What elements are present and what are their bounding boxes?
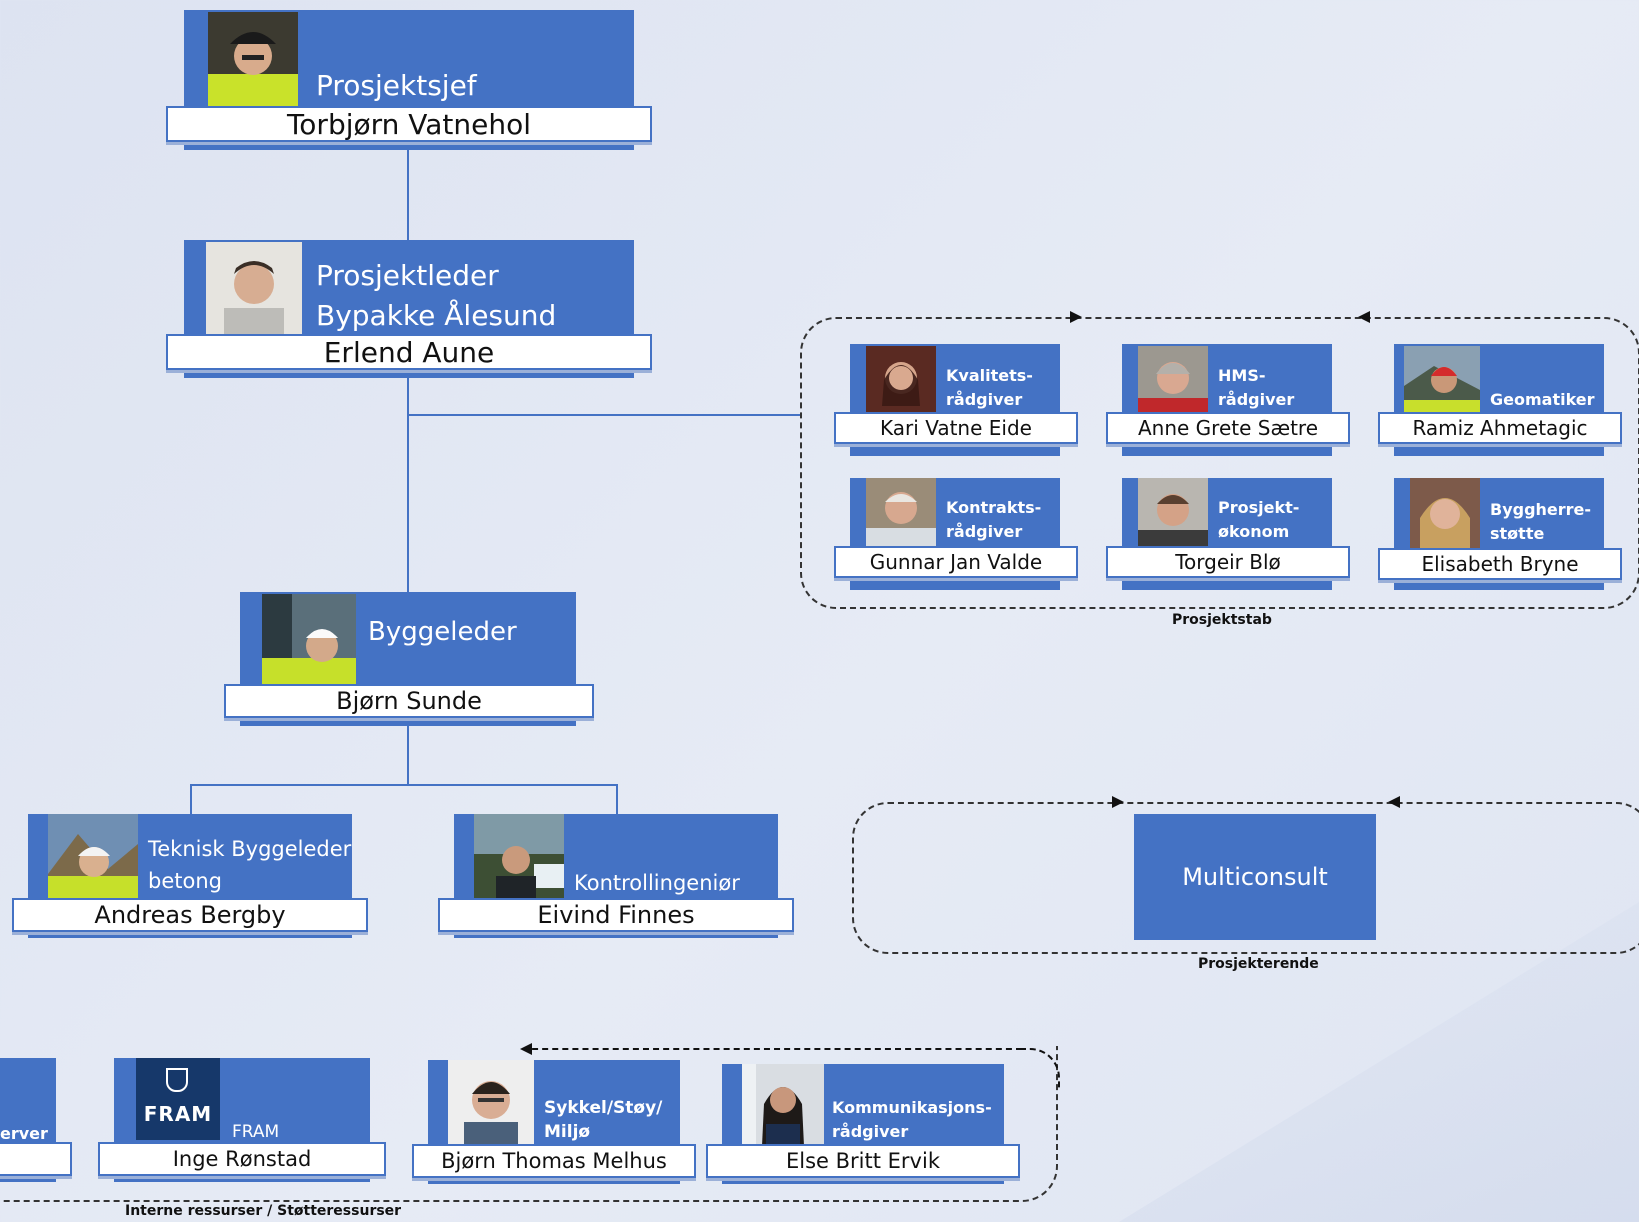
connector-line [407,378,409,594]
connector-line [407,726,409,784]
role-subtitle: Geomatiker [1490,390,1595,409]
fram-logo: FRAM [136,1058,220,1140]
role-title: Byggherre- [1490,500,1592,519]
card-kommunikasjonsradgiver[interactable]: Kommunikasjons- rådgiver Else Britt Ervi… [706,1064,1020,1188]
person-name: Else Britt Ervik [706,1144,1020,1178]
logo-text: FRAM [143,1102,213,1126]
role-title: Teknisk Byggeleder [148,837,352,861]
photo-avatar [742,1064,824,1146]
role-subtitle: rådgiver [946,522,1023,541]
role-title: Prosjektsjef [316,69,477,102]
card-sykkel-stoy-miljo[interactable]: Sykkel/Støy/ Miljø Bjørn Thomas Melhus [412,1060,696,1186]
role-subtitle: rådgiver [946,390,1023,409]
role-title: Kvalitets- [946,366,1033,385]
company-name: Multiconsult [1182,863,1328,891]
photo-avatar [48,814,138,900]
person-name: Kari Vatne Eide [834,412,1078,444]
card-prosjektokonom[interactable]: Prosjekt- økonom Torgeir Blø [1106,478,1350,592]
photo-avatar [866,346,936,416]
card-hms-radgiver[interactable]: HMS- rådgiver Anne Grete Sætre [1106,344,1350,458]
prosjekterende-group-frame [852,802,1639,954]
person-name: Bjørn Sunde [224,684,594,718]
role-subtitle: rådgiver [1218,390,1295,409]
person-name: Andreas Bergby [12,898,368,932]
card-fram[interactable]: FRAM FRAM Inge Rønstad [98,1058,386,1184]
role-title: Kommunikasjons- [832,1098,992,1117]
card-kontrollingenior[interactable]: Kontrollingeniør Eivind Finnes [438,814,794,940]
photo-avatar [1138,478,1208,548]
card-kontraktsradgiver[interactable]: Kontrakts- rådgiver Gunnar Jan Valde [834,478,1078,592]
company-box-multiconsult[interactable]: Multiconsult [1134,814,1376,940]
role-subtitle: erver [0,1124,48,1143]
role-title: Kontrollingeniør [574,871,740,895]
connector-line [190,784,618,786]
photo-avatar [206,242,302,334]
person-name [0,1142,72,1176]
photo-avatar [1404,346,1480,416]
photo-avatar [448,1060,534,1146]
person-name: Ramiz Ahmetagic [1378,412,1622,444]
person-name: Elisabeth Bryne [1378,548,1622,580]
shield-icon [166,1068,188,1092]
person-name: Anne Grete Sætre [1106,412,1350,444]
role-title: Byggeleder [368,617,517,647]
connector-line [407,150,409,240]
role-subtitle: Miljø [544,1122,591,1142]
photo-avatar [262,594,356,686]
role-subtitle: FRAM [232,1122,280,1142]
role-subtitle: Bypakke Ålesund [316,299,557,332]
prosjektstab-label: Prosjektstab [1172,612,1272,628]
card-byggeleder[interactable]: Byggeleder Bjørn Sunde [224,592,594,728]
card-byggherrestotte[interactable]: Byggherre- støtte Elisabeth Bryne [1378,478,1622,592]
role-subtitle: rådgiver [832,1122,909,1141]
person-name: Inge Rønstad [98,1142,386,1176]
connector-line [409,414,802,416]
card-teknisk-byggeleder[interactable]: Teknisk Byggeleder betong Andreas Bergby [12,814,368,940]
person-name: Eivind Finnes [438,898,794,932]
prosjekterende-label: Prosjekterende [1198,956,1319,972]
card-kvalitetsradgiver[interactable]: Kvalitets- rådgiver Kari Vatne Eide [834,344,1078,458]
person-name: Torbjørn Vatnehol [166,106,652,142]
person-name: Gunnar Jan Valde [834,546,1078,578]
person-name: Bjørn Thomas Melhus [412,1144,696,1178]
photo-avatar [474,814,564,900]
card-geomatiker[interactable]: Geomatiker Ramiz Ahmetagic [1378,344,1622,458]
role-subtitle: støtte [1490,524,1545,543]
role-title: Prosjektleder [316,259,499,292]
photo-avatar [1138,346,1208,416]
person-name: Erlend Aune [166,334,652,370]
role-subtitle: betong [148,869,222,893]
photo-avatar [866,478,936,548]
photo-avatar [208,12,298,108]
person-name: Torgeir Blø [1106,546,1350,578]
connector-line [190,784,192,814]
role-title: Sykkel/Støy/ [544,1098,663,1118]
interne-label: Interne ressurser / Støtteressurser [125,1203,402,1219]
role-title: Kontrakts- [946,498,1042,517]
interne-group-frame [0,1046,1058,1202]
card-intern-partial[interactable]: erver [0,1058,74,1184]
card-prosjektleder[interactable]: Prosjektleder Bypakke Ålesund Erlend Aun… [166,240,652,380]
connector-line [616,784,618,814]
role-title: HMS- [1218,366,1266,385]
photo-avatar [1410,478,1480,548]
card-prosjektsjef[interactable]: Prosjektsjef Torbjørn Vatnehol [166,10,652,150]
role-title: Prosjekt- [1218,498,1300,517]
role-subtitle: økonom [1218,522,1290,541]
group-arrow [520,1043,1022,1055]
